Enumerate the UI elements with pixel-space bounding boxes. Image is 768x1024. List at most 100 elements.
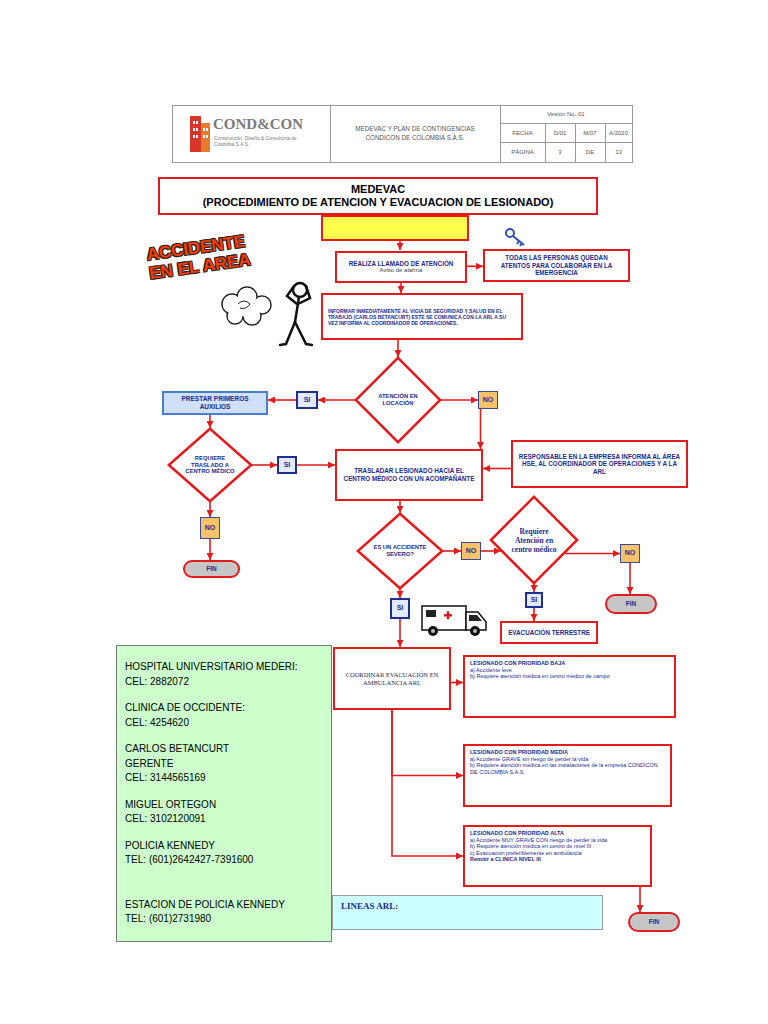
node-text: LESIONADO CON PRIORIDAD ALTA: [470, 830, 645, 837]
header-cell: FECHA: [500, 123, 545, 142]
key-icon: [506, 229, 524, 246]
connector: [397, 340, 399, 357]
ambulance-icon: [422, 606, 486, 636]
process-box: REALIZA LLAMADO DE ATENCIÓNAviso de alar…: [335, 251, 467, 283]
node-text: FIN: [607, 600, 655, 608]
node-text: SI: [298, 396, 316, 404]
header-cell: M/07: [575, 123, 605, 142]
header-cell: Vesión No.:01: [500, 105, 632, 123]
node-text: ES UN ACCIDENTE SEVERO?: [372, 544, 429, 558]
connector: [533, 608, 535, 621]
node-text: FIN: [630, 918, 678, 926]
node-text: SI: [392, 604, 408, 612]
connector: [209, 502, 211, 517]
node-text: LESIONADO CON PRIORIDAD BAJA: [470, 660, 669, 667]
process-box: COORDINAR EVACUACIÓN EN AMBULANCIA ARL: [333, 647, 451, 710]
node-text: MEDEVAC: [166, 183, 590, 196]
node-text: SI: [527, 596, 541, 604]
node-text: FIN: [185, 565, 238, 573]
process-box: PRESTAR PRIMEROS AUXILIOS: [162, 391, 268, 415]
node-text: EVACUACIÓN TERRESTRE: [507, 629, 591, 637]
logo-icon: [190, 116, 210, 152]
end-terminal: FIN: [628, 912, 680, 932]
decision-diamond: ES UN ACCIDENTE SEVERO?: [357, 513, 443, 589]
node-text: b) Requiere atención médica en las insta…: [470, 762, 665, 775]
node-text: SI: [279, 461, 295, 469]
node-text: Aviso de alarma: [342, 267, 460, 274]
diamond-shape: [356, 358, 440, 442]
node-text: Requiere Atención en centro médico: [505, 527, 563, 554]
connector: [252, 464, 277, 466]
yes-box: SI: [390, 598, 410, 619]
node-text: a) Accidente MUY GRAVE CON riesgo de per…: [470, 837, 645, 844]
logo-text: COND&CON: [213, 114, 325, 134]
connector: [629, 563, 631, 594]
yes-box: SI: [296, 391, 318, 409]
node-text: MIGUEL ORTEGON: [125, 798, 323, 813]
node-text: GERENTE: [125, 757, 323, 772]
diamond-shape: [491, 497, 577, 583]
connector: [480, 409, 482, 449]
connector: [318, 399, 355, 401]
node-text: HOSPITAL UNIVERSITARIO MEDERI:: [125, 660, 323, 675]
connector: [639, 887, 641, 912]
node-text: a) Accidente GRAVE sin riesgo de perder …: [470, 756, 665, 763]
node-text: ATENCIÓN EN LOCACIÓN: [370, 393, 427, 407]
header-cell: DE: [575, 142, 605, 162]
node-text: LINEAS ARL:: [341, 901, 594, 912]
no-box: NO: [478, 391, 498, 409]
yes-box: SI: [525, 592, 543, 608]
title-box: MEDEVAC(PROCEDIMIENTO DE ATENCION Y EVAC…: [158, 177, 598, 215]
node-text: NO: [479, 396, 497, 404]
node-text: a) Accidente leve: [470, 667, 669, 674]
priority-box: LESIONADO CON PRIORIDAD BAJAa) Accidente…: [463, 655, 676, 718]
connector: [399, 589, 401, 598]
process-box: EVACUACIÓN TERRESTRE: [500, 621, 598, 644]
decision-diamond: ATENCIÓN EN LOCACIÓN: [355, 357, 441, 443]
contacts-panel: HOSPITAL UNIVERSITARIO MEDERI:CEL: 28820…: [116, 645, 332, 942]
connector: [441, 399, 478, 401]
priority-box: LESIONADO CON PRIORIDAD MEDIAa) Accident…: [463, 744, 672, 807]
node-text: b) Requiere atención médica en centro de…: [470, 843, 645, 850]
node-text: NO: [462, 547, 480, 555]
node-text: CEL: 2882072: [125, 675, 323, 690]
explosion-cloud: [222, 287, 271, 325]
node-text: PRESTAR PRIMEROS AUXILIOS: [168, 395, 262, 411]
header-cell: 13: [605, 142, 632, 162]
node-text: REQUIERE TRASLADO A CENTRO MÉDICO: [182, 455, 237, 476]
decision-diamond: REQUIERE TRASLADO A CENTRO MÉDICO: [168, 428, 252, 502]
connector: [467, 265, 483, 267]
connector: [443, 550, 461, 552]
decision-diamond: Requiere Atención en centro médico: [490, 496, 578, 584]
header-cell: A/2020: [605, 123, 632, 142]
header-title: MEDEVAC Y PLAN DE CONTINGENCIAS CONDICON…: [335, 105, 495, 162]
connector: [451, 682, 463, 684]
node-text: CLINICA DE OCCIDENTE:: [125, 701, 323, 716]
node-text: COORDINAR EVACUACIÓN EN AMBULANCIA ARL: [343, 671, 441, 687]
node-text: RESPONSABLE EN LA EMPRESA INFORMA AL ÁRE…: [518, 453, 681, 476]
node-text: Remitir a CLINICA NIVEL III: [470, 856, 645, 863]
arl-lines-box: LINEAS ARL:: [332, 895, 603, 930]
node-text: NO: [621, 549, 639, 557]
note-box: TODAS LAS PERSONAS QUEDAN ATENTOS PARA C…: [483, 249, 630, 282]
connector: [483, 468, 511, 470]
connector: [565, 553, 621, 555]
node-text: CEL: 3144565169: [125, 771, 323, 786]
wordart-label: ACCIDENTE EN EL AREA: [146, 230, 269, 290]
header-cell: D/01: [545, 123, 575, 142]
process-box: INFORMAR INMEDIATAMENTE AL VIGIA DE SEGU…: [321, 293, 523, 340]
node-text: CEL: 3102120091: [125, 812, 323, 827]
connector: [268, 399, 296, 401]
node-text: LESIONADO CON PRIORIDAD MEDIA: [470, 749, 665, 756]
connector: [481, 550, 501, 552]
connector: [209, 415, 211, 428]
priority-box: LESIONADO CON PRIORIDAD ALTAa) Accidente…: [463, 825, 652, 887]
connector: [392, 710, 463, 856]
connector: [209, 539, 211, 560]
header-cell: PÁGINA: [500, 142, 545, 162]
node-text: NO: [201, 524, 219, 532]
header-grid: [173, 105, 633, 163]
end-terminal: FIN: [183, 560, 240, 578]
connector: [297, 464, 335, 466]
